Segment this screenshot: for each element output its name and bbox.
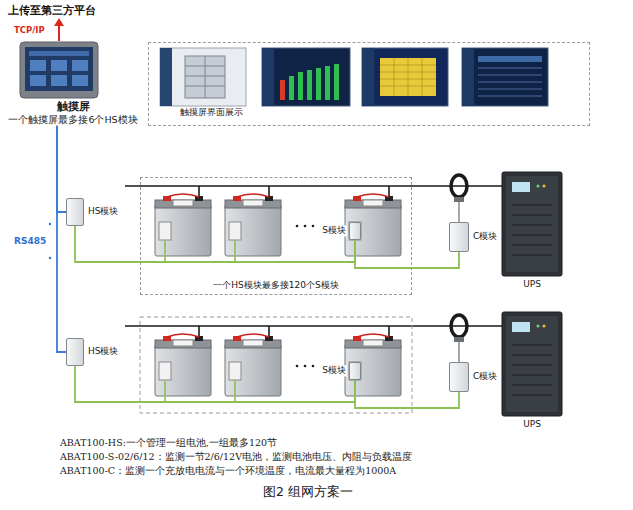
battery-group-frame: 一个HS模块最多接120个S模块 S模块: [140, 177, 412, 295]
touchscreen-device: [51, 75, 67, 86]
s-module: S模块: [349, 362, 361, 380]
touchscreen-device: [30, 60, 46, 71]
group-frame: [140, 317, 412, 413]
battery-row: [225, 194, 281, 256]
node-label: HS模块: [87, 346, 119, 357]
s-module: S模块: [349, 222, 361, 240]
screen-thumbnails: [462, 48, 474, 106]
touchscreen-device: [20, 42, 98, 98]
bus-dots: [49, 223, 51, 259]
node-label: 一个触摸屏最多接6个HS模块: [8, 114, 137, 126]
hs-module: HS模块: [66, 198, 84, 226]
screen-thumbnails: [380, 58, 436, 96]
screen-thumbnails: [478, 56, 542, 62]
battery-row: [312, 225, 315, 228]
battery-row: [512, 205, 552, 255]
platform-note: 上传至第三方平台: [8, 4, 96, 18]
node-label: UPS: [522, 279, 542, 290]
touchscreen-device: [29, 51, 89, 56]
screen-thumbnails: [185, 56, 225, 98]
bus-label: RS485: [14, 236, 46, 247]
node-label: HS模块: [87, 206, 119, 217]
battery-row: [458, 202, 459, 222]
ups-cabinet: UPS: [502, 172, 562, 276]
screen-thumbnails: [307, 70, 312, 100]
screen-thumbnails: [380, 58, 436, 96]
battery-row: [512, 182, 530, 192]
battery-row: [125, 172, 562, 276]
hs-module: HS模块: [66, 338, 84, 366]
battery-row: [125, 312, 562, 416]
spec-note: ABAT100-S-02/6/12：监测一节2/6/12V电池，监测电池电压、内…: [60, 451, 412, 463]
node-label: 触摸屏界面展示: [179, 107, 244, 118]
battery-row: [345, 194, 401, 256]
battery-row: [304, 225, 307, 228]
screen-thumbnails: [478, 68, 542, 96]
screen-thumbnails: [160, 48, 172, 106]
node-label: C模块: [472, 231, 498, 242]
screen-thumbnails: [325, 66, 330, 100]
node-label: 触摸屏: [57, 100, 90, 114]
battery-row: [155, 194, 211, 256]
protocol-label: TCP/IP: [14, 25, 45, 36]
touchscreen-device: [25, 47, 93, 91]
screen-thumbnails: [334, 64, 339, 100]
touchscreen-device: [72, 75, 88, 86]
screen-thumbnails: [362, 48, 448, 106]
screen-thumbnails: [316, 68, 321, 100]
node-label: UPS: [522, 419, 542, 430]
screen-thumbnails: [262, 48, 274, 106]
node-label: S模块: [321, 225, 347, 236]
node-label: S模块: [321, 365, 347, 376]
battery-row: [506, 176, 558, 272]
battery-row: [451, 175, 467, 197]
screen-thumbnails: [160, 48, 246, 106]
touchscreen-device: [20, 42, 98, 98]
spec-note: ABAT100-HS:一个管理一组电池,一组最多120节: [60, 437, 277, 449]
screen-thumbnails: [362, 48, 374, 106]
battery-row: [502, 172, 562, 276]
node-label: C模块: [472, 371, 498, 382]
battery-row: [296, 225, 299, 228]
touchscreen-device: [72, 60, 88, 71]
spec-note: ABAT100-C：监测一个充放电电流与一个环境温度，电流最大量程为1000A: [60, 465, 396, 477]
upload-arrow: [58, 25, 60, 41]
c-module: C模块: [449, 362, 469, 392]
screen-thumbnails: [205, 56, 206, 98]
screen-thumbnails: [298, 72, 303, 100]
touchscreen-device: [51, 60, 67, 71]
touchscreen-box: 触摸屏一个触摸屏最多接6个HS模块: [4, 40, 142, 126]
bus-dots: [49, 223, 51, 225]
battery-row: [537, 185, 540, 188]
sensor-bus: [355, 240, 459, 268]
battery-row: [454, 197, 464, 202]
figure-caption: 图2 组网方案一: [263, 484, 353, 500]
c-module: C模块: [449, 222, 469, 252]
screen-thumbnails: [280, 80, 285, 100]
screen-thumbnails: [462, 48, 548, 106]
screen-display-frame: 触摸屏界面展示: [148, 42, 590, 126]
upload-arrow: [54, 18, 64, 41]
ups-cabinet: UPS: [502, 312, 562, 416]
screen-thumbnails: [160, 48, 548, 106]
battery-row: [543, 185, 546, 188]
sensor-bus: [75, 226, 355, 262]
screen-thumbnails: [289, 76, 294, 100]
upload-arrow: [54, 18, 64, 26]
touchscreen-device: [30, 75, 46, 86]
node-label: 一个HS模块最多接120个S模块: [212, 280, 339, 291]
rs485-link: [57, 126, 66, 212]
rs485-link: [57, 126, 66, 352]
sensor-bus: [355, 380, 459, 408]
bus-dots: [49, 257, 51, 259]
screen-thumbnails: [262, 48, 350, 106]
sensor-bus: [75, 366, 355, 402]
